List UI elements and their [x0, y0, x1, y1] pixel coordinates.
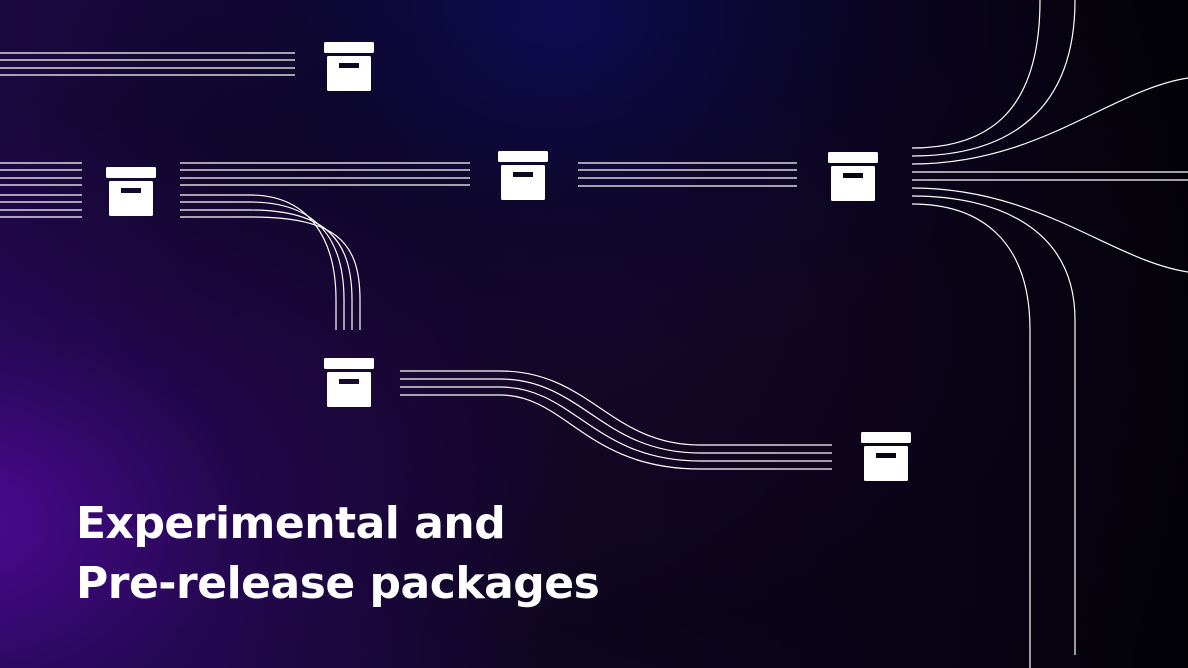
package-icon: [828, 152, 878, 202]
line-bundle-top: [0, 52, 295, 76]
page-title: Experimental and Pre-release packages: [76, 494, 600, 614]
package-icon: [106, 167, 156, 217]
package-icon: [861, 432, 911, 482]
line-bundle-s-curve: [400, 370, 832, 470]
line-fan-right: [911, 0, 1188, 668]
package-icon: [324, 42, 374, 92]
title-line-2: Pre-release packages: [76, 558, 600, 609]
package-icon: [498, 151, 548, 201]
line-bundle-middle-2: [578, 162, 797, 187]
package-icon: [324, 358, 374, 408]
line-bundle-middle-1: [180, 162, 470, 186]
line-bundle-curve-down: [180, 194, 361, 330]
line-bundle-left-edge: [0, 162, 82, 218]
title-line-1: Experimental and: [76, 498, 506, 549]
